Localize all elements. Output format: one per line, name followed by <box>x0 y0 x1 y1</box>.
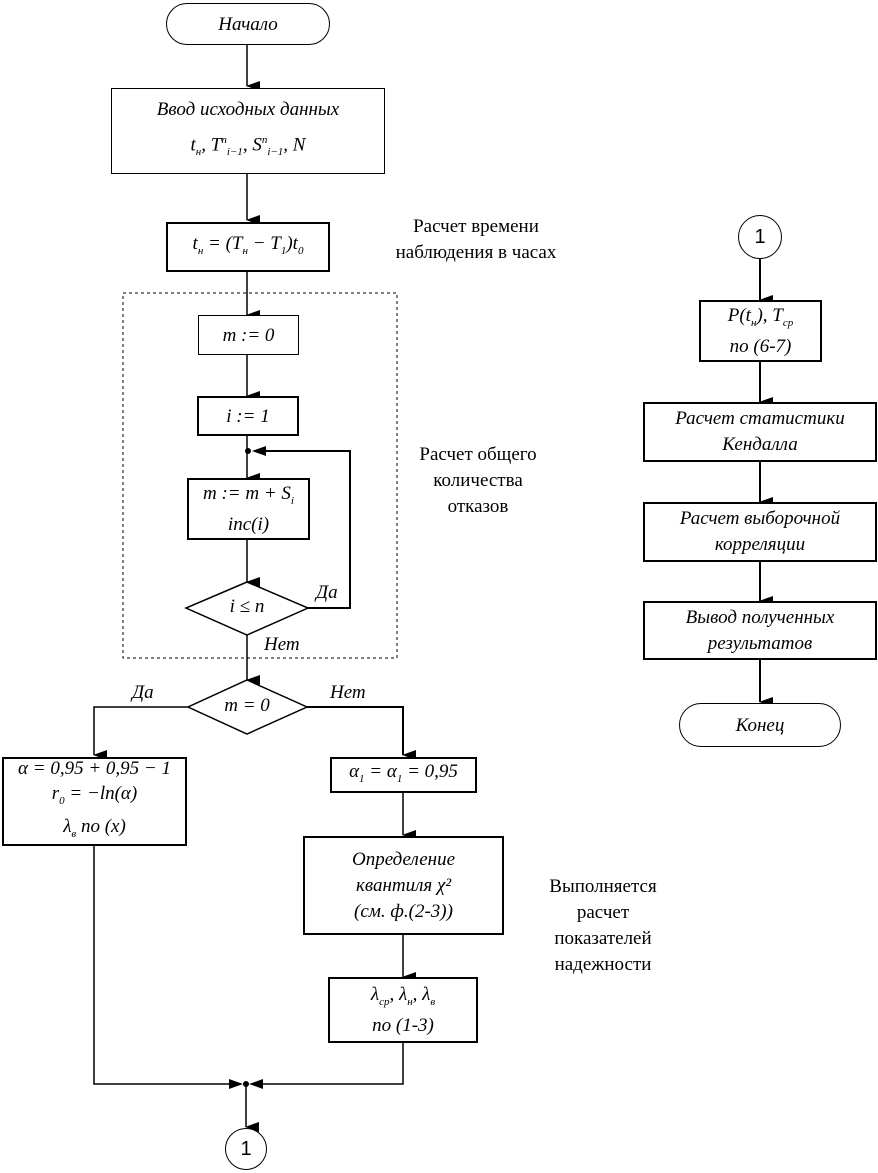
p-tcp-block: P(tн), Tср по (6-7) <box>699 300 822 362</box>
edge-zero-merge <box>93 846 230 1085</box>
observation-time-block: tн = (Tн − T1)t0 <box>166 222 330 272</box>
lambdas-line-2: по (1-3) <box>372 1014 434 1036</box>
end-terminator: Конец <box>679 703 841 747</box>
output-line-1: Вывод полученных <box>685 606 835 628</box>
quantile-block: Определение квантиля χ² (см. ф.(2-3)) <box>303 836 504 935</box>
p-tcp-line-1: P(tн), Tср <box>727 305 794 329</box>
quantile-line-2: квантиля χ² <box>355 874 452 896</box>
m-check-label: m = 0 <box>224 695 270 716</box>
comment-failures-line-3: отказов <box>447 496 509 517</box>
m-check-diamond <box>186 679 309 735</box>
connector-in-label: 1 <box>754 225 766 248</box>
end-label: Конец <box>735 714 785 736</box>
loop-no-label: Нет <box>264 634 300 655</box>
loop-yes-label: Да <box>316 582 338 603</box>
m-init-block: m := 0 <box>198 315 299 355</box>
kendall-line-1: Расчет статистики <box>675 408 845 429</box>
edge-lambdas-merge <box>262 1043 404 1085</box>
comment-failures: Расчет общего количества отказов <box>398 442 558 520</box>
quantile-line-1: Определение <box>351 848 456 870</box>
i-init-block: i := 1 <box>197 396 299 436</box>
comment-failures-line-1: Расчет общего <box>419 444 537 465</box>
comment-reliability-line-1: Выполняется <box>549 876 657 897</box>
lambdas-line-1: λср, λн, λв <box>370 984 436 1008</box>
output-line-2: результатов <box>707 632 813 654</box>
comment-reliability-line-3: показателей <box>554 928 652 949</box>
zero-line-2: r0 = −ln(α) <box>51 783 138 807</box>
zero-line-3: λв по (x) <box>63 816 126 840</box>
connector-1-out: 1 <box>225 1128 267 1170</box>
time-formula: tн = (Tн − T1)t0 <box>192 232 304 257</box>
input-title: Ввод исходных данных <box>156 98 340 120</box>
kendall-block: Расчет статистики Кендалла <box>643 402 877 462</box>
comment-reliability: Выполняется расчет показателей надежност… <box>528 874 678 978</box>
i-init-label: i := 1 <box>226 405 270 427</box>
comment-failures-line-2: количества <box>433 470 523 491</box>
zero-failures-block: α = 0,95 + 0,95 − 1 r0 = −ln(α) λв по (x… <box>2 757 187 846</box>
output-block: Вывод полученных результатов <box>643 601 877 660</box>
input-variables: tн, Tni−1, Sni−1, N <box>190 133 306 159</box>
connector-out-label: 1 <box>240 1137 252 1160</box>
comment-reliability-line-4: надежности <box>554 954 652 975</box>
start-terminator: Начало <box>166 3 330 45</box>
alpha-set-label: α1 = α1 = 0,95 <box>349 760 458 785</box>
comment-time-calc: Расчет времени наблюдения в часах <box>376 214 576 266</box>
m-yes-label: Да <box>132 682 154 703</box>
input-data-block: Ввод исходных данных tн, Tni−1, Sni−1, N <box>111 88 385 174</box>
correlation-line-1: Расчет выборочной <box>679 508 841 529</box>
zero-line-1: α = 0,95 + 0,95 − 1 <box>18 758 171 780</box>
kendall-line-2: Кендалла <box>722 434 798 455</box>
p-tcp-line-2: по (6-7) <box>729 335 792 357</box>
loop-check-diamond <box>184 581 310 636</box>
comment-reliability-line-2: расчет <box>576 902 630 923</box>
accumulate-line-2: inc(i) <box>227 513 270 535</box>
alpha-set-block: α1 = α1 = 0,95 <box>330 757 477 793</box>
accumulate-block: m := m + Si inc(i) <box>187 478 310 540</box>
failure-count-region <box>122 292 398 659</box>
edge-m-yes <box>93 706 188 760</box>
comment-time-line-1: Расчет времени <box>413 216 539 237</box>
m-no-label: Нет <box>330 682 366 703</box>
accumulate-line-1: m := m + Si <box>203 483 294 507</box>
edge-m-no <box>307 706 416 760</box>
quantile-line-3: (см. ф.(2-3)) <box>354 900 453 922</box>
loop-check-label: i ≤ n <box>229 596 265 617</box>
correlation-line-2: корреляции <box>714 534 806 555</box>
start-label: Начало <box>218 13 278 35</box>
edge-loop-yes <box>262 450 351 609</box>
comment-time-line-2: наблюдения в часах <box>395 242 557 263</box>
lambdas-block: λср, λн, λв по (1-3) <box>328 977 478 1043</box>
m-init-label: m := 0 <box>222 324 275 346</box>
correlation-block: Расчет выборочной корреляции <box>643 502 877 562</box>
connector-1-in: 1 <box>738 215 782 259</box>
